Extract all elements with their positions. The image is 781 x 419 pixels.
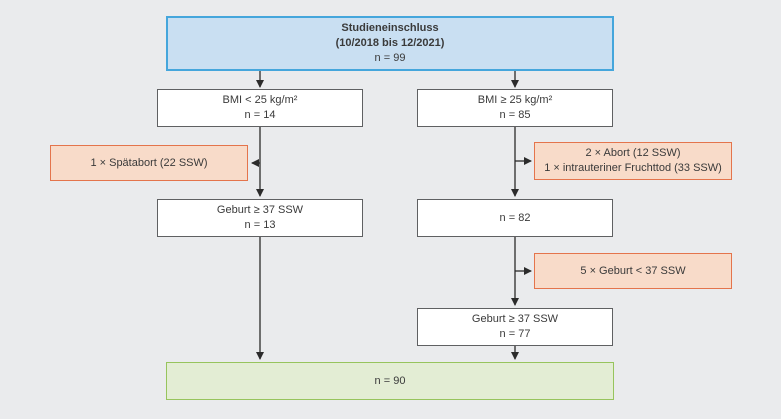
inclusion-n: n = 99 [374,52,406,64]
bmi-over-25-box: BMI ≥ 25 kg/m² n = 85 [417,89,613,127]
abort-exclusion-line2: 1 × intrauteriner Fruchttod (33 SSW) [544,162,722,174]
result-box: n = 90 [166,362,614,400]
preterm-birth-exclusion-box: 5 × Geburt < 37 SSW [534,253,732,289]
inclusion-box: Studieneinschluss (10/2018 bis 12/2021) … [166,16,614,71]
abort-exclusion-line1: 2 × Abort (12 SSW) [585,147,681,159]
abort-fruchttod-exclusion-box: 2 × Abort (12 SSW) 1 × intrauteriner Fru… [534,142,732,180]
inclusion-title: Studieneinschluss [341,22,439,34]
preterm-birth-exclusion-label: 5 × Geburt < 37 SSW [580,264,686,277]
bmi-under-25-box: BMI < 25 kg/m² n = 14 [157,89,363,127]
bmi-over-25-n: n = 85 [499,109,531,121]
late-abortion-exclusion-label: 1 × Spätabort (22 SSW) [90,156,208,169]
bmi-under-25-label: BMI < 25 kg/m² [222,94,298,106]
late-abortion-exclusion-box: 1 × Spätabort (22 SSW) [50,145,248,181]
term-birth-left-label: Geburt ≥ 37 SSW [216,204,304,216]
term-birth-right-box: Geburt ≥ 37 SSW n = 77 [417,308,613,346]
inclusion-period: (10/2018 bis 12/2021) [335,37,445,49]
remaining-n82-label: n = 82 [499,211,531,224]
remaining-n82-box: n = 82 [417,199,613,237]
term-birth-right-n: n = 77 [499,328,531,340]
result-n: n = 90 [374,374,406,387]
bmi-under-25-n: n = 14 [244,109,276,121]
term-birth-right-label: Geburt ≥ 37 SSW [471,313,559,325]
bmi-over-25-label: BMI ≥ 25 kg/m² [477,94,553,106]
term-birth-left-box: Geburt ≥ 37 SSW n = 13 [157,199,363,237]
term-birth-left-n: n = 13 [244,219,276,231]
